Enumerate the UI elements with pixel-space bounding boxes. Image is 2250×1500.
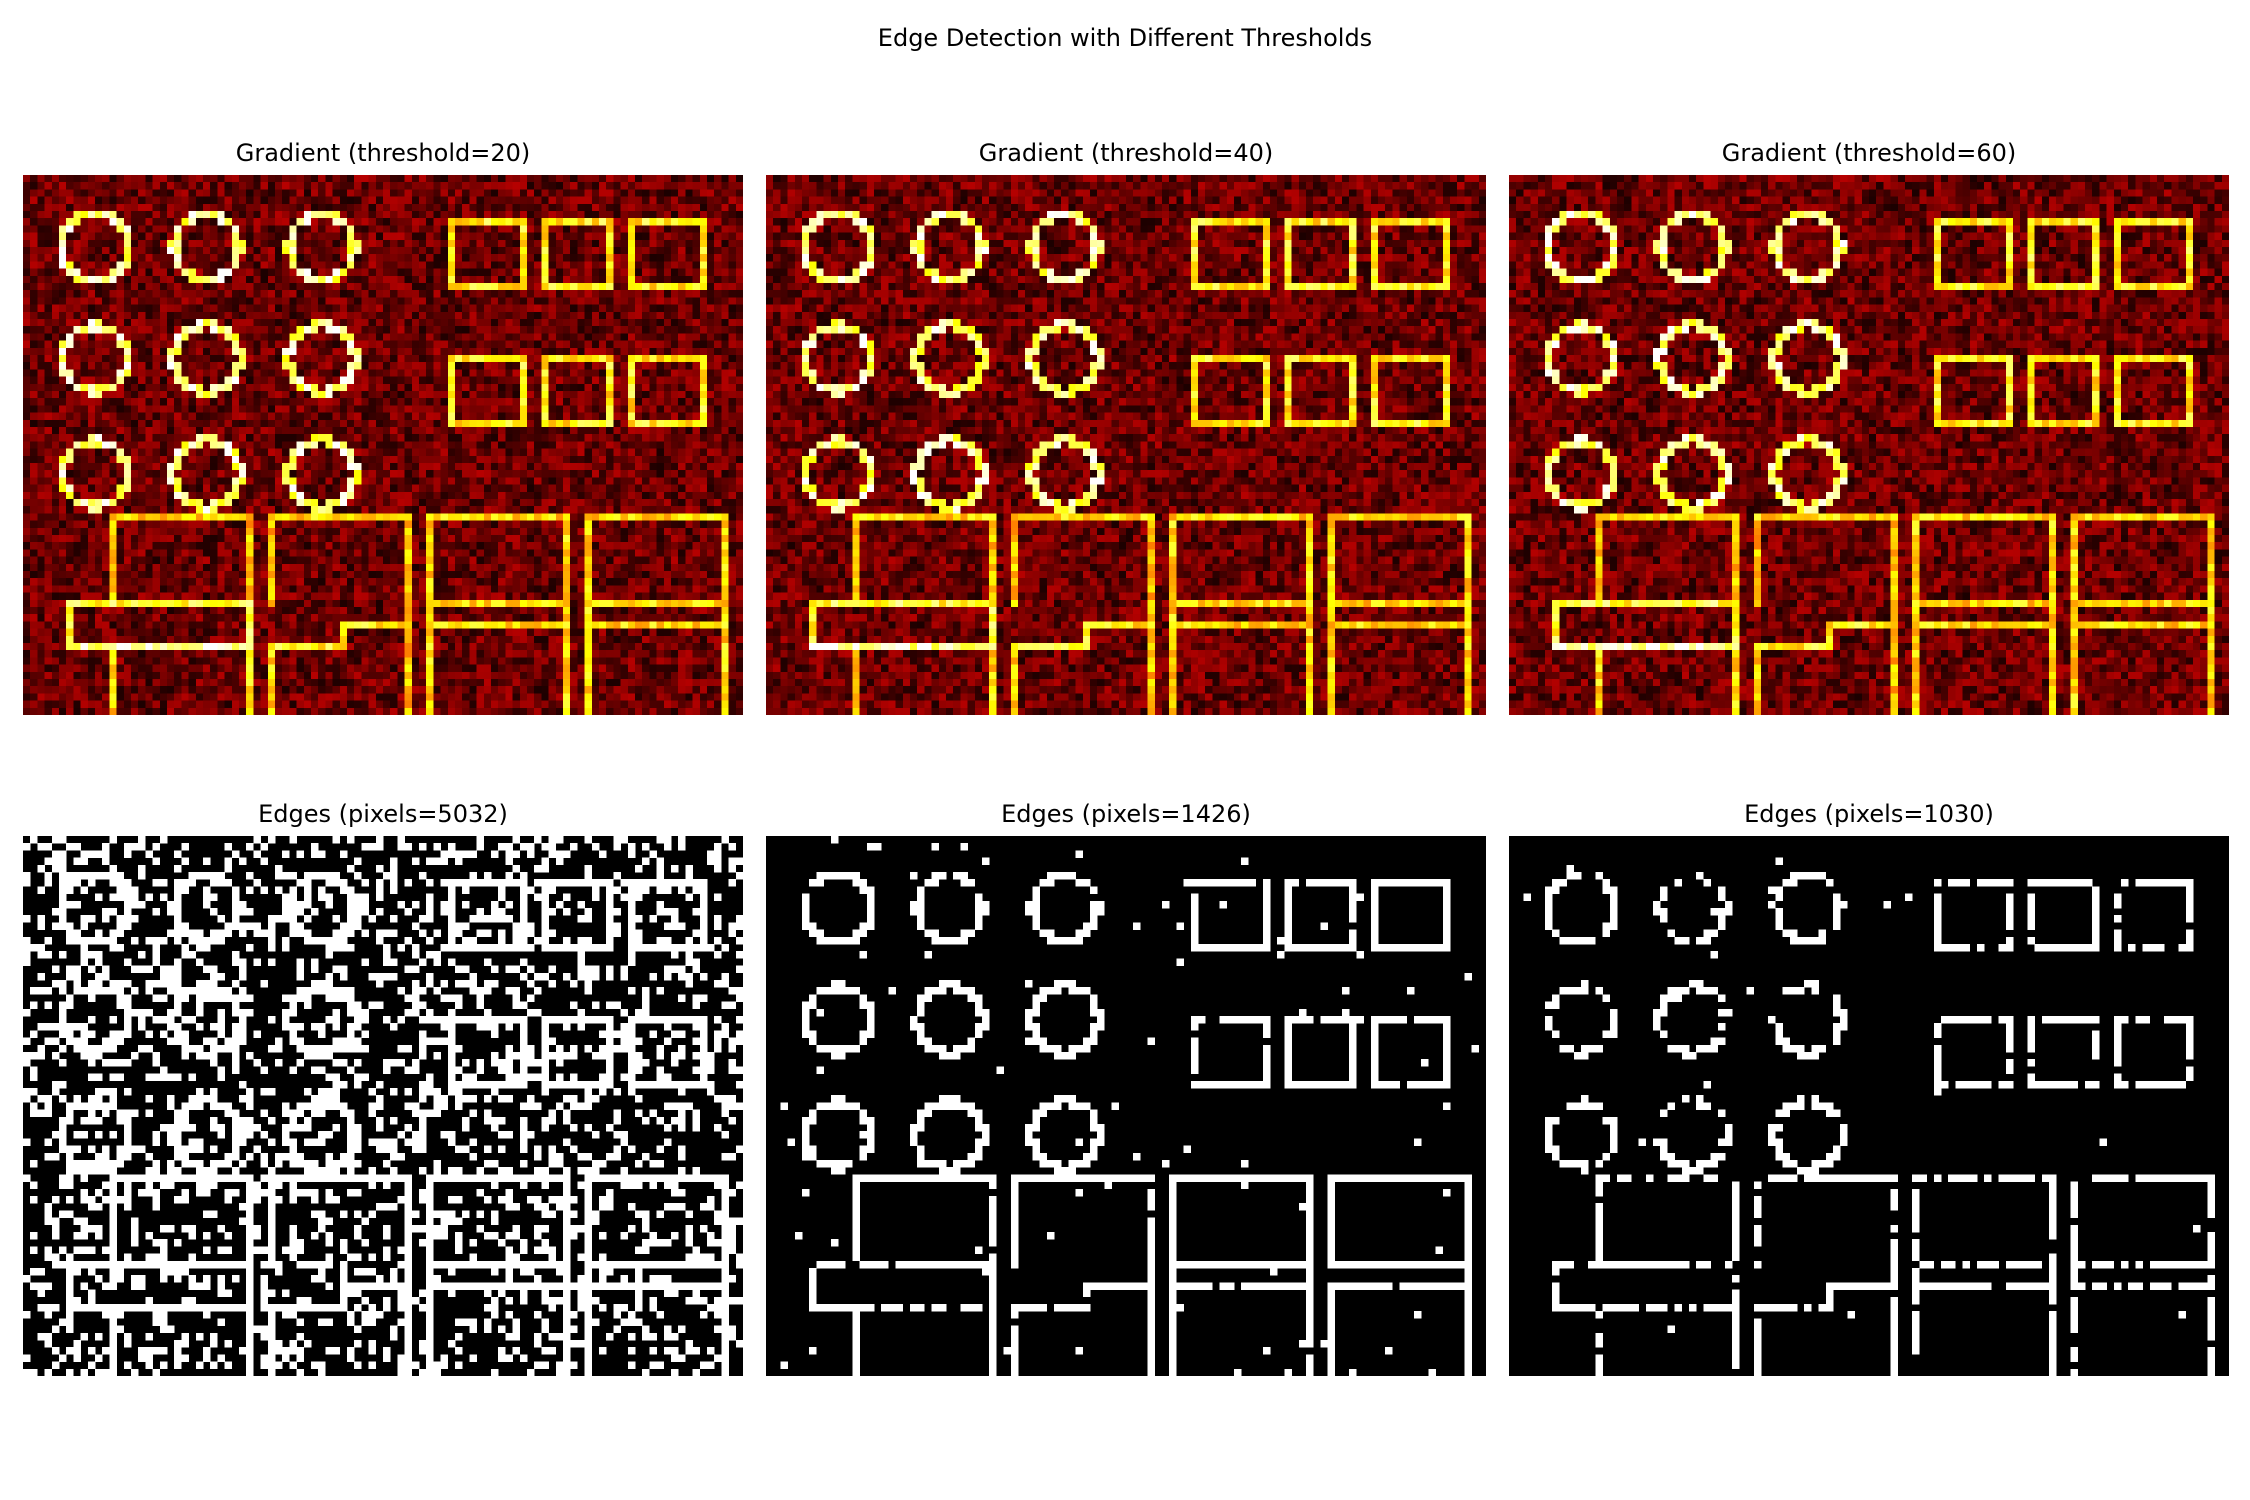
edge-map-5032 — [23, 836, 743, 1376]
panel-title-gradient-40: Gradient (threshold=40) — [766, 139, 1486, 167]
panel-image — [766, 836, 1486, 1376]
figure-title: Edge Detection with Different Thresholds — [0, 24, 2250, 52]
panel-title-edges-1426: Edges (pixels=1426) — [766, 800, 1486, 828]
panel-image — [1509, 175, 2229, 715]
panel-image — [23, 175, 743, 715]
gradient-map-40 — [766, 175, 1486, 715]
panel-title-gradient-60: Gradient (threshold=60) — [1509, 139, 2229, 167]
panel-image — [766, 175, 1486, 715]
panel-title-edges-5032: Edges (pixels=5032) — [23, 800, 743, 828]
panel-image — [1509, 836, 2229, 1376]
panel-image — [23, 836, 743, 1376]
panel-title-gradient-20: Gradient (threshold=20) — [23, 139, 743, 167]
edge-map-1030 — [1509, 836, 2229, 1376]
gradient-map-60 — [1509, 175, 2229, 715]
edge-map-1426 — [766, 836, 1486, 1376]
gradient-map-20 — [23, 175, 743, 715]
panel-title-edges-1030: Edges (pixels=1030) — [1509, 800, 2229, 828]
